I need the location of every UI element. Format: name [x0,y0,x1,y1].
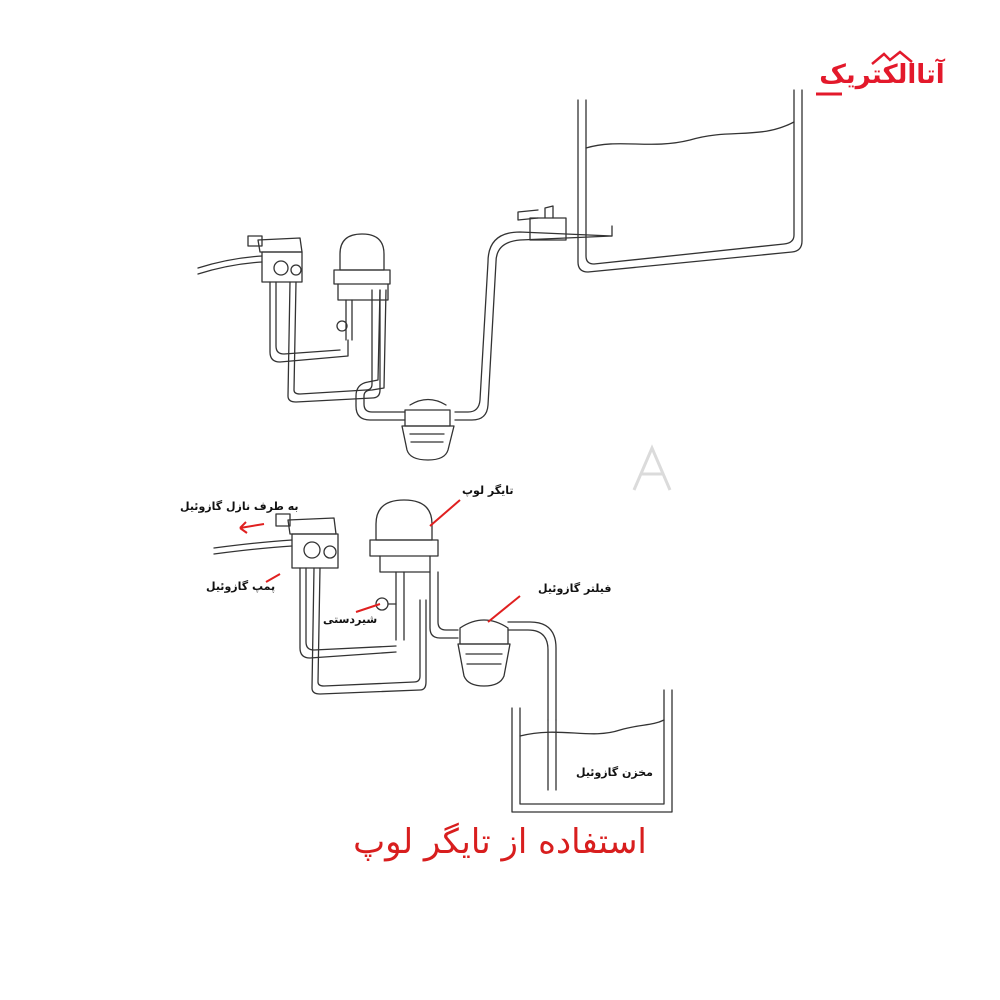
leader-lines [239,499,521,623]
bottom-lines [299,567,427,695]
top-suction-pipe [454,205,613,421]
caption: استفاده از تایگر لوپ [353,822,647,862]
bottom-suction-pipe [507,621,557,721]
leader-hand-valve [355,603,381,613]
label-tiger-loop: تایگر لوپ [462,484,514,497]
logo-mark [816,50,913,96]
leader-filter [487,595,521,623]
bottom-tank [511,689,673,813]
watermark-icon [632,444,672,491]
arrow-head [239,521,248,534]
label-hand-valve: شیردستی [323,613,378,626]
bottom-filter-pipe [429,571,459,639]
logo-text: آتاالکتریک [819,60,945,90]
bottom-tiger-loop [369,499,439,641]
label-filter: فیلتر گازوئیل [538,582,612,595]
top-tiger-loop [333,233,391,341]
leader-pump [265,573,281,583]
top-filter [401,398,455,461]
leader-nozzle [239,523,265,529]
label-tank: مخزن گازوئیل [576,766,653,779]
label-pump: پمپ گازوئیل [206,580,276,593]
brand-logo: آتاالکتریک [812,50,962,106]
top-filter-pipe [355,289,406,421]
bottom-filter [457,619,511,687]
bottom-pump [213,513,339,569]
top-pump [197,235,303,283]
leader-tiger-loop [429,499,461,527]
top-tank [577,89,803,273]
top-lines [269,281,381,403]
label-nozzle: به طرف نازل گازوئیل [180,500,299,513]
